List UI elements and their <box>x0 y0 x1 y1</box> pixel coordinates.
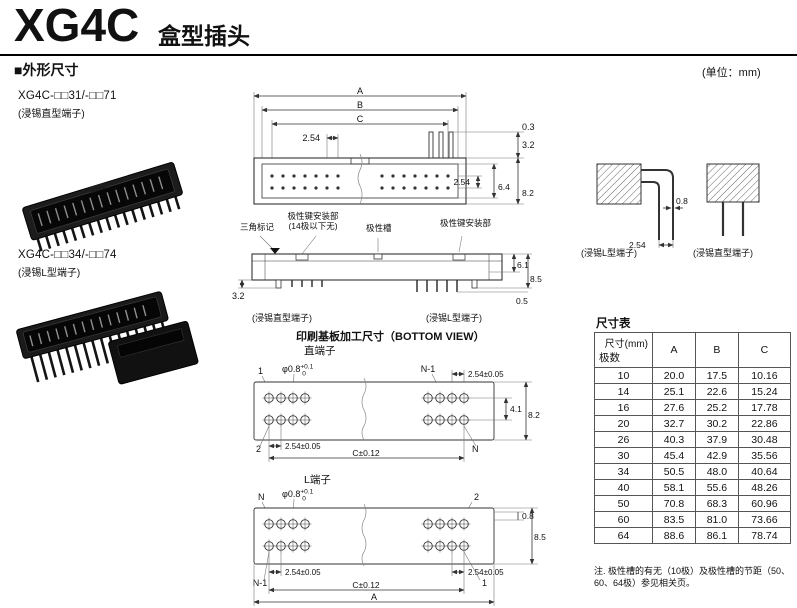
pin-n1-label: N-1 <box>421 364 436 374</box>
dim-label-pitch: 2.54 <box>302 133 320 143</box>
table-note: 注. 极性槽的有无（10极）及极性槽的节距（50、60、64极）参见相关页。 <box>594 566 791 588</box>
dim-label-8-2: 8.2 <box>522 188 534 198</box>
page-subtitle: 盒型插头 <box>158 23 250 49</box>
housing-section <box>706 163 760 203</box>
dim-label-4-1: 4.1 <box>510 404 522 414</box>
model-l-type: XG4C-□□34/-□□74 <box>18 249 117 261</box>
l-terminal-label: L端子 <box>304 474 331 486</box>
product-photo-l-type <box>16 291 199 385</box>
model-straight: XG4C-□□31/-□□71 <box>18 90 117 102</box>
callout-key-mount-note: (14极以下无) <box>288 220 338 231</box>
pin-n-label: N <box>472 444 479 454</box>
callout-key-mount-right: 极性键安装部 <box>440 218 492 228</box>
section-title: ■外形尺寸 <box>14 62 79 78</box>
caption-l-terminal: (浸锡L型端子) <box>426 313 482 323</box>
table-header-c: C <box>737 332 792 368</box>
product-photo-straight <box>22 162 183 252</box>
pin-1-label: 1 <box>482 578 487 588</box>
dim-label-0-3: 0.3 <box>522 122 535 132</box>
dim-label-3-2: 3.2 <box>522 140 535 150</box>
pitch-right-label: 2.54±0.05 <box>468 568 504 577</box>
callout-key-mount-left: 极性键安装部 (14极以下无) <box>274 211 352 232</box>
dim-table-title: 尺寸表 <box>596 318 631 330</box>
header-divider <box>0 54 797 56</box>
callout-polarity-slot: 极性槽 <box>366 223 392 233</box>
caption-straight-terminal-detail: (浸锡直型端子) <box>693 248 753 258</box>
pin-n1-label: N-1 <box>253 578 268 588</box>
dim-label-8-5: 8.5 <box>530 274 542 284</box>
dim-label-b: B <box>357 100 363 110</box>
triangle-mark <box>270 248 280 254</box>
pitch-bottom-label: 2.54±0.05 <box>285 442 321 451</box>
callout-key-mount-left-label: 极性键安装部 <box>287 211 339 221</box>
straight-terminal-detail-drawing <box>706 163 760 236</box>
connector-side-body <box>251 248 503 292</box>
dim-label-2-54: 2.54 <box>453 177 470 187</box>
dim-label-c: C±0.12 <box>352 580 380 590</box>
connector-body <box>22 162 183 252</box>
table-header-poles: 尺寸(mm) 极数 <box>594 332 653 368</box>
connector-body-second <box>108 320 199 385</box>
pin-2-label: 2 <box>256 444 261 454</box>
model-straight-terminal: (浸锡直型端子) <box>18 109 85 120</box>
straight-terminal-label: 直端子 <box>304 345 336 357</box>
front-view-drawing: A B C 2.54 0.3 3.2 2.54 <box>253 86 535 205</box>
model-l-type-terminal: (浸锡L型端子) <box>18 268 81 279</box>
dim-label-6-4: 6.4 <box>498 182 510 192</box>
connector-front-body <box>253 131 467 205</box>
page-title: XG4C <box>14 0 140 51</box>
dim-label-a: A <box>357 86 363 96</box>
dim-label-8-2: 8.2 <box>528 410 540 420</box>
connector-body <box>16 291 170 383</box>
key-mount-left <box>295 253 309 261</box>
pin-1-label: 1 <box>258 366 263 376</box>
side-view-drawing: 3.2 6.1 8.5 0.5 <box>232 235 542 306</box>
dim-label-0-8: 0.8 <box>522 511 534 521</box>
pin-n-label: N <box>258 492 265 502</box>
pitch-left-label: 2.54±0.05 <box>285 568 321 577</box>
dim-label-c: C±0.12 <box>352 448 380 458</box>
dim-label-a: A <box>371 592 377 602</box>
dim-label-0-5: 0.5 <box>516 296 528 306</box>
dim-label-2-54: 2.54 <box>629 240 646 250</box>
housing-section <box>596 163 642 205</box>
dim-label-3-2: 3.2 <box>232 291 245 301</box>
table-header-dim-unit: 尺寸(mm) <box>604 339 648 350</box>
dim-label-6-1: 6.1 <box>517 260 529 270</box>
table-header-poles-label: 极数 <box>599 352 620 364</box>
polarity-slot <box>373 253 383 260</box>
key-mount-right <box>452 253 466 261</box>
callout-triangle-mark: 三角标记 <box>240 222 275 232</box>
unit-label: (单位：mm) <box>702 67 761 79</box>
dim-label-c: C <box>357 114 364 124</box>
bottom-view-heading: 印刷基板加工尺寸（BOTTOM VIEW） <box>296 331 485 343</box>
pitch-top-label: 2.54±0.05 <box>468 370 504 379</box>
dim-label-0-8: 0.8 <box>676 196 688 206</box>
l-terminal-detail-drawing: 0.8 2.54 <box>596 163 688 250</box>
caption-l-terminal-detail: (浸锡L型端子) <box>581 248 637 258</box>
pin-2-label: 2 <box>474 492 479 502</box>
caption-straight-terminal: (浸锡直型端子) <box>252 313 312 323</box>
table-header-a: A <box>652 332 696 368</box>
table-header-b: B <box>694 332 739 368</box>
table-header-row: 尺寸(mm) 极数 A B C <box>594 332 792 368</box>
dim-label-8-5: 8.5 <box>534 532 546 542</box>
